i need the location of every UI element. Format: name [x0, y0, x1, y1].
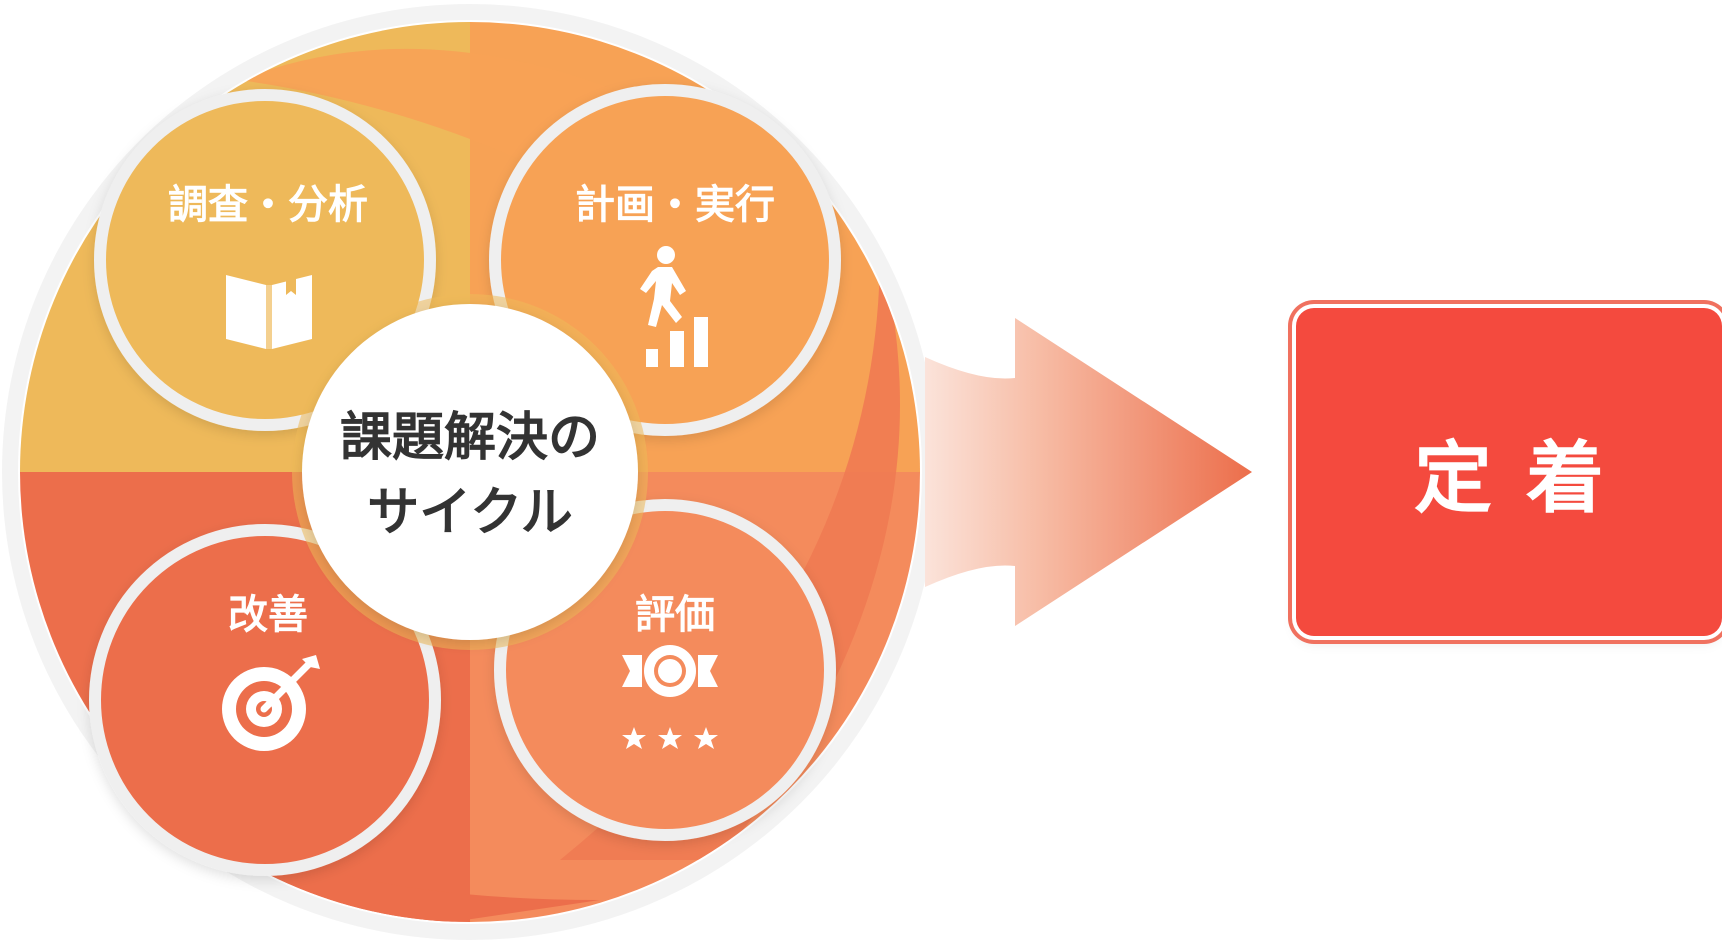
- result-label: 定着: [1413, 434, 1638, 524]
- target-arrow-icon: [222, 655, 320, 751]
- center-title-line2: サイクル: [367, 483, 572, 543]
- step-research-lobe: [94, 89, 436, 431]
- step-improvement-label: 改善: [228, 592, 308, 638]
- result-box: 定着: [1296, 308, 1722, 636]
- center-circle: [302, 304, 638, 640]
- walking-stairs-icon: [640, 246, 708, 367]
- award-stars-icon: [622, 645, 718, 749]
- center-title-line1: 課題解決の: [340, 408, 600, 468]
- step-evaluation-label: 評価: [635, 592, 715, 638]
- result-arrow: [925, 318, 1252, 626]
- step-research-label: 調査・分析: [168, 182, 368, 228]
- book-icon: [226, 275, 312, 349]
- step-plan-label: 計画・実行: [575, 182, 775, 228]
